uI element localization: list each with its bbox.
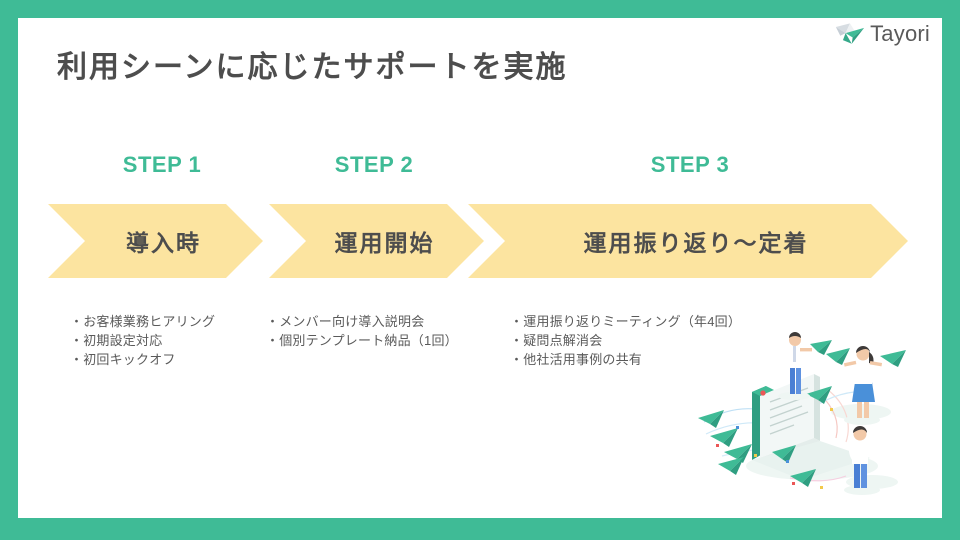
list-item: ・個別テンプレート納品（1回） [266,333,458,348]
page-title: 利用シーンに応じたサポートを実施 [57,51,568,84]
chevron-step-2: 運用開始 [269,204,484,278]
list-item: ・疑問点解消会 [510,333,603,348]
list-item: ・運用振り返りミーティング（年4回） [510,314,742,329]
logo-wordmark: Tayori [870,21,930,46]
process-chevron-band: 導入時 運用開始 運用振り返り〜定着 [18,204,942,278]
chevron-label-2: 運用開始 [334,230,435,256]
bullet-list-step-1: ・お客様業務ヒアリング ・初期設定対応 ・初回キックオフ [70,312,215,369]
isometric-illustration [698,332,906,495]
paper-plane-icon [835,23,865,44]
chevron-label-1: 導入時 [126,230,201,256]
slide-canvas: Tayori 利用シーンに応じたサポートを実施 STEP 1 STEP 2 ST… [18,18,942,518]
bullet-list-step-3: ・運用振り返りミーティング（年4回） ・疑問点解消会 ・他社活用事例の共有 [510,312,741,369]
chevron-step-3: 運用振り返り〜定着 [468,204,908,278]
chevron-step-1: 導入時 [48,204,263,278]
step-label-3: STEP 3 [650,152,730,177]
list-item: ・初回キックオフ [70,352,176,367]
list-item: ・メンバー向け導入説明会 [266,314,425,329]
list-item: ・初期設定対応 [70,333,163,348]
list-item: ・他社活用事例の共有 [510,352,643,367]
bullet-list-step-2: ・メンバー向け導入説明会 ・個別テンプレート納品（1回） [266,312,458,350]
step-label-1: STEP 1 [122,152,202,177]
step-label-2: STEP 2 [334,152,414,177]
list-item: ・お客様業務ヒアリング [70,314,216,329]
tayori-logo: Tayori [835,21,930,47]
chevron-label-3: 運用振り返り〜定着 [583,230,809,256]
